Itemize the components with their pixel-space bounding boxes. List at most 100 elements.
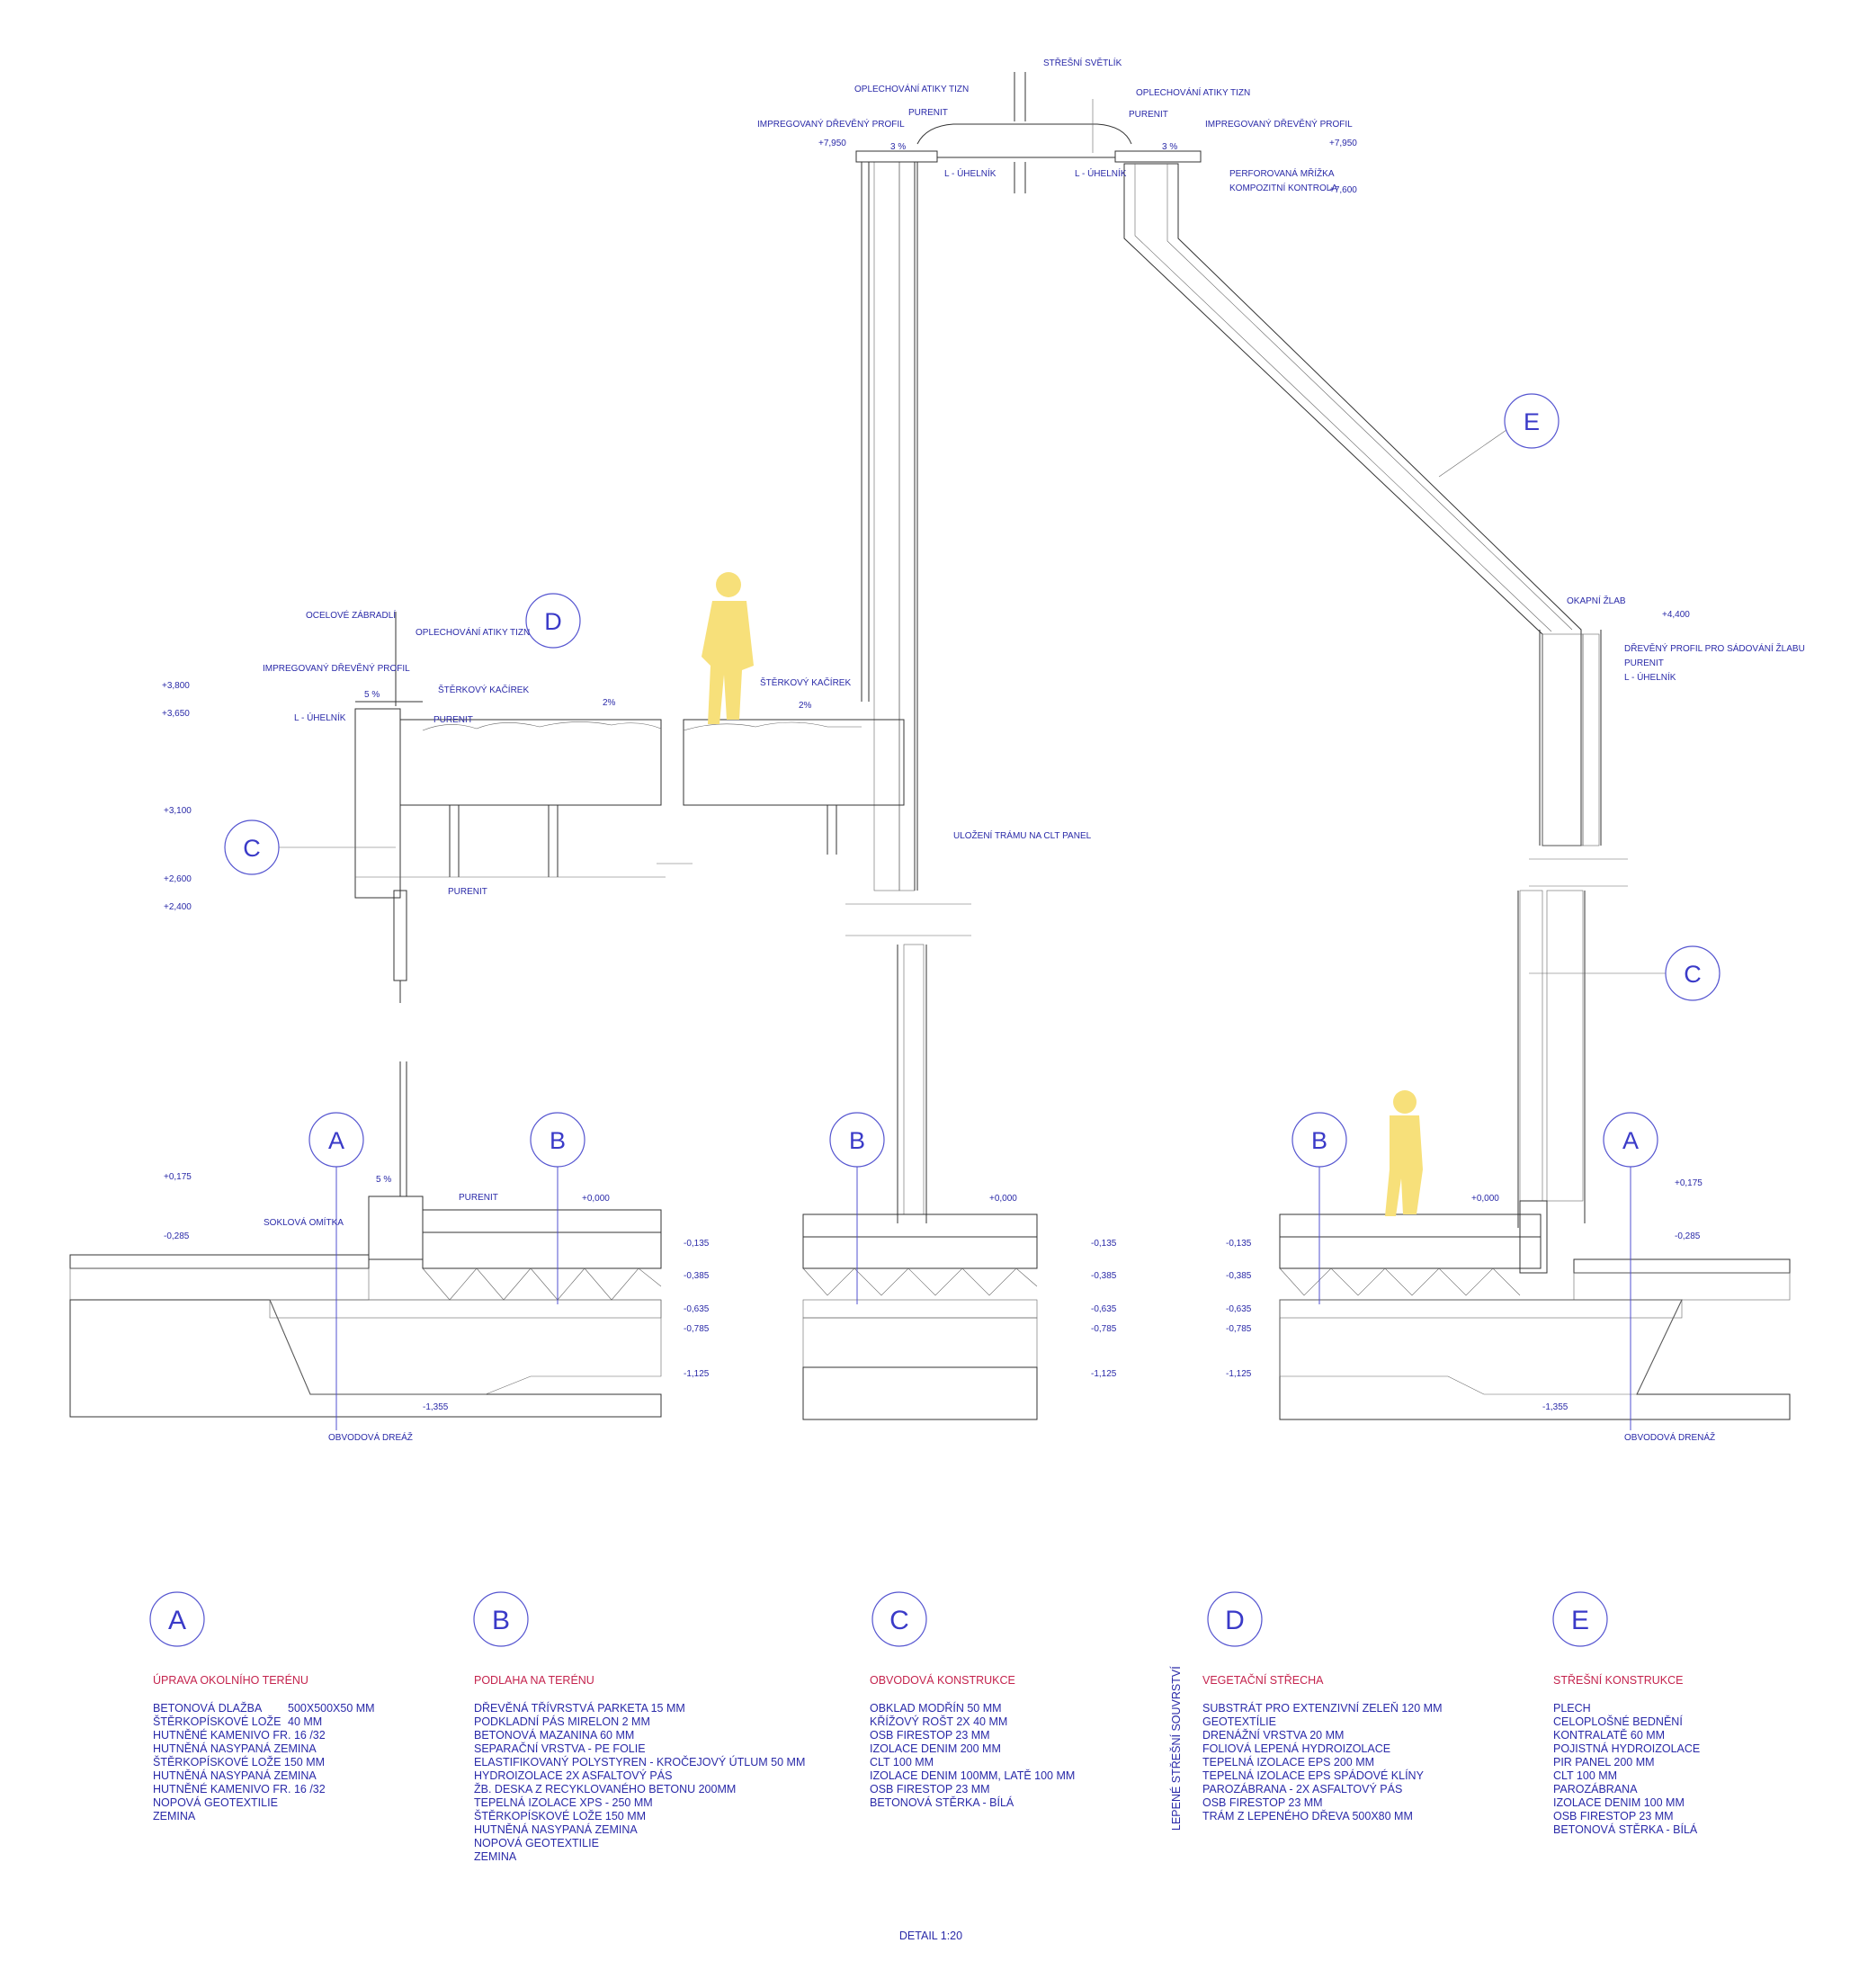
svg-text:OBKLAD MODŘÍN 50 MM: OBKLAD MODŘÍN 50 MM (870, 1701, 1002, 1715)
svg-text:OBVODOVÁ KONSTRUKCE: OBVODOVÁ KONSTRUKCE (870, 1673, 1015, 1687)
label: 2% (799, 701, 812, 711)
svg-text:+3,650: +3,650 (162, 709, 190, 719)
bubble-e: E (1504, 393, 1560, 449)
svg-text:+7,950: +7,950 (818, 139, 846, 148)
svg-text:TEPELNÁ IZOLACE EPS SPÁDOVÉ KL: TEPELNÁ IZOLACE EPS SPÁDOVÉ KLÍNY (1202, 1769, 1425, 1782)
bubble-a2: A (1603, 1112, 1658, 1430)
svg-text:-0,285: -0,285 (164, 1231, 190, 1241)
label: ULOŽENÍ TRÁMU NA CLT PANEL (953, 829, 1092, 841)
svg-text:500X500X50 MM: 500X500X50 MM (288, 1702, 375, 1715)
svg-text:SUBSTRÁT PRO EXTENZIVNÍ ZELEŇ: SUBSTRÁT PRO EXTENZIVNÍ ZELEŇ 120 MM (1202, 1701, 1443, 1715)
svg-text:-0,135: -0,135 (1091, 1239, 1117, 1249)
svg-text:+3,800: +3,800 (162, 681, 190, 691)
svg-text:IZOLACE DENIM 200 MM: IZOLACE DENIM 200 MM (870, 1742, 1001, 1755)
bubble-c2: C (1529, 945, 1720, 1001)
svg-text:CLT 100 MM: CLT 100 MM (1553, 1769, 1617, 1782)
svg-text:KŘÍŽOVÝ ROŠT 2X 40 MM: KŘÍŽOVÝ ROŠT 2X 40 MM (870, 1715, 1007, 1728)
label: ŠTĚRKOVÝ KAČÍREK (760, 676, 851, 688)
svg-text:BETONOVÁ STĚRKA - BÍLÁ: BETONOVÁ STĚRKA - BÍLÁ (870, 1795, 1014, 1809)
svg-text:PODLAHA NA TERÉNU: PODLAHA NA TERÉNU (474, 1673, 594, 1687)
label: PURENIT (459, 1193, 498, 1203)
label: ŠTĚRKOVÝ KAČÍREK (438, 684, 529, 695)
legend-a: A ÚPRAVA OKOLNÍHO TERÉNU BETONOVÁ DLAŽBA… (149, 1591, 375, 1822)
svg-text:ŠTĚRKOPÍSKOVÉ LOŽE 150 MM: ŠTĚRKOPÍSKOVÉ LOŽE 150 MM (153, 1755, 325, 1769)
svg-text:-1,125: -1,125 (1091, 1369, 1117, 1379)
svg-text:+0,000: +0,000 (1471, 1194, 1499, 1204)
svg-text:NOPOVÁ GEOTEXTILIE: NOPOVÁ GEOTEXTILIE (153, 1795, 278, 1809)
green-roof (354, 612, 905, 1003)
svg-text:STŘEŠNÍ KONSTRUKCE: STŘEŠNÍ KONSTRUKCE (1553, 1673, 1683, 1687)
svg-text:-0,635: -0,635 (684, 1304, 710, 1314)
bubble-a1: A (308, 1112, 364, 1430)
svg-text:PAROZÁBRANA - 2X ASFALTOVÝ PÁS: PAROZÁBRANA - 2X ASFALTOVÝ PÁS (1202, 1782, 1402, 1795)
svg-text:-0,285: -0,285 (1675, 1231, 1701, 1241)
svg-text:TEPELNÁ IZOLACE XPS - 250 MM: TEPELNÁ IZOLACE XPS - 250 MM (474, 1795, 653, 1809)
label: IMPREGOVANÝ DŘEVĚNÝ PROFIL (263, 662, 410, 674)
svg-text:-0,635: -0,635 (1226, 1304, 1252, 1314)
legend-c: C OBVODOVÁ KONSTRUKCE OBKLAD MODŘÍN 50 M… (870, 1591, 1075, 1809)
label: L - ÚHELNÍK (1075, 167, 1127, 179)
svg-text:BETONOVÁ MAZANINA 60 MM: BETONOVÁ MAZANINA 60 MM (474, 1728, 634, 1742)
svg-text:PIR PANEL 200 MM: PIR PANEL 200 MM (1553, 1756, 1655, 1769)
svg-text:-1,125: -1,125 (1226, 1369, 1252, 1379)
svg-text:NOPOVÁ GEOTEXTILIE: NOPOVÁ GEOTEXTILIE (474, 1836, 599, 1849)
legend-d: D VEGETAČNÍ STŘECHA SUBSTRÁT PRO EXTENZI… (1169, 1591, 1443, 1831)
label: L - ÚHELNÍK (944, 167, 997, 179)
svg-text:PLECH: PLECH (1553, 1702, 1591, 1715)
foundation-left (69, 1061, 662, 1418)
svg-text:-0,135: -0,135 (684, 1239, 710, 1249)
svg-text:HUTNĚNÁ NASYPANÁ ZEMINA: HUTNĚNÁ NASYPANÁ ZEMINA (153, 1769, 317, 1782)
svg-text:OSB FIRESTOP 23 MM: OSB FIRESTOP 23 MM (870, 1729, 990, 1742)
svg-text:FOLIOVÁ LEPENÁ HYDROIZOLACE: FOLIOVÁ LEPENÁ HYDROIZOLACE (1202, 1742, 1390, 1755)
sloped-roof (1123, 163, 1628, 1228)
label: PURENIT (433, 715, 473, 725)
svg-text:+7,600: +7,600 (1329, 185, 1357, 195)
label: 5 % (376, 1175, 391, 1185)
svg-text:40 MM: 40 MM (288, 1715, 322, 1728)
legend-b: B PODLAHA NA TERÉNU DŘEVĚNÁ TŘÍVRSTVÁ PA… (473, 1591, 805, 1863)
bubble-b3: B (1291, 1112, 1347, 1304)
label: IMPREGOVANÝ DŘEVĚNÝ PROFIL (757, 118, 905, 130)
svg-text:-0,635: -0,635 (1091, 1304, 1117, 1314)
svg-text:-1,125: -1,125 (684, 1369, 710, 1379)
label: STŘEŠNÍ SVĚTLÍK (1043, 57, 1122, 68)
label: OBVODOVÁ DRENÁŽ (1624, 1431, 1715, 1443)
label: OPLECHOVÁNÍ ATIKY TIZN (854, 83, 969, 94)
label: IMPREGOVANÝ DŘEVĚNÝ PROFIL (1205, 118, 1353, 130)
label: PURENIT (1624, 658, 1664, 668)
legend-e: E STŘEŠNÍ KONSTRUKCE PLECH CELOPLOŠNÉ BE… (1552, 1591, 1700, 1836)
skylight-detail (855, 72, 1202, 193)
foundation-right (1279, 1200, 1791, 1420)
bubble-b1: B (530, 1112, 585, 1304)
svg-text:E: E (1524, 408, 1540, 435)
svg-text:-0,385: -0,385 (1226, 1271, 1252, 1281)
svg-text:-0,785: -0,785 (684, 1324, 710, 1334)
svg-text:C: C (1684, 961, 1702, 988)
svg-text:ZEMINA: ZEMINA (474, 1850, 517, 1863)
label: PURENIT (908, 108, 948, 118)
label: PERFOROVANÁ MŘÍŽKA (1229, 167, 1335, 179)
person-silhouette-child (1385, 1090, 1423, 1216)
svg-text:GEOTEXTÍLIE: GEOTEXTÍLIE (1202, 1715, 1276, 1728)
svg-text:A: A (168, 1606, 186, 1635)
svg-text:+2,600: +2,600 (164, 874, 192, 884)
svg-text:KONTRALATĚ 60 MM: KONTRALATĚ 60 MM (1553, 1728, 1665, 1742)
label: DŘEVĚNÝ PROFIL PRO SÁDOVÁNÍ ŽLABU (1624, 642, 1805, 654)
level-markers: +7,950 +7,950 +7,600 +4,400 +3,800 +3,65… (162, 139, 1703, 1412)
svg-text:A: A (328, 1127, 344, 1154)
foundation-middle (802, 1213, 1038, 1420)
svg-text:ZEMINA: ZEMINA (153, 1810, 196, 1822)
label: L - ÚHELNÍK (294, 712, 346, 723)
svg-text:DRENÁŽNÍ VRSTVA 20 MM: DRENÁŽNÍ VRSTVA 20 MM (1202, 1728, 1344, 1742)
label: OCELOVÉ ZÁBRADLÍ (306, 609, 396, 621)
svg-text:ELASTIFIKOVANÝ POLYSTYREN - KR: ELASTIFIKOVANÝ POLYSTYREN - KROČEJOVÝ ÚT… (474, 1755, 805, 1769)
bubble-d: D (525, 593, 581, 649)
svg-text:B: B (1311, 1127, 1327, 1154)
svg-text:-0,385: -0,385 (1091, 1271, 1117, 1281)
bubble-b2: B (829, 1112, 885, 1304)
svg-text:D: D (544, 608, 562, 635)
svg-text:ŽB. DESKA Z RECYKLOVANÉHO BETO: ŽB. DESKA Z RECYKLOVANÉHO BETONU 200MM (474, 1782, 736, 1795)
svg-text:+0,000: +0,000 (582, 1194, 610, 1204)
label: 3 % (890, 142, 906, 152)
